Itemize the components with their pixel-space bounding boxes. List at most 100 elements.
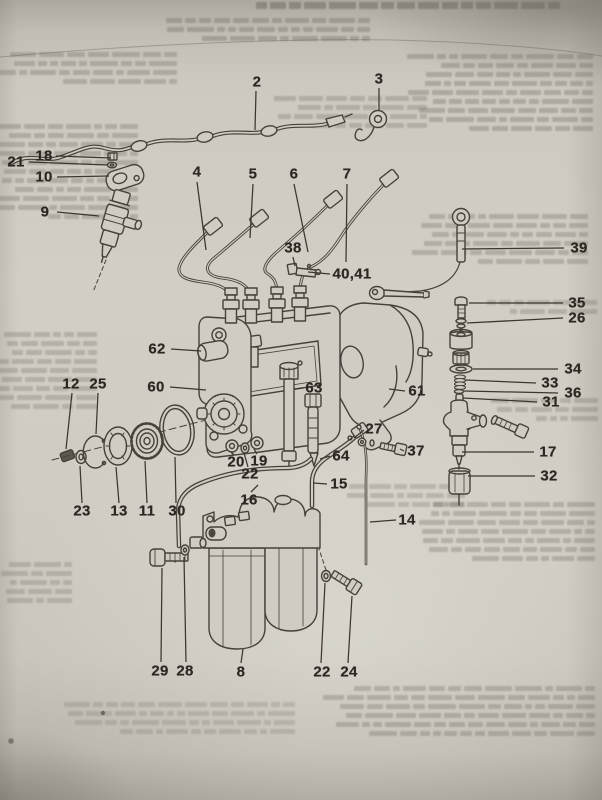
injector-adjusting-cap [452,349,470,365]
callout-10-4: 10 [35,168,53,186]
callout-25-26: 25 [89,375,107,393]
callout-19-32: 19 [250,452,268,470]
part-11-gear [130,422,164,460]
leader-line-26 [466,317,564,324]
part-14-rod [356,424,368,566]
leader-line-38 [292,256,296,267]
leader-line-13 [115,466,120,504]
callout-23-27: 23 [73,502,91,520]
callout-2-0: 2 [252,73,262,91]
leader-line-24 [347,595,353,664]
leader-line-37 [399,448,405,452]
leader-line-40-41 [307,271,331,275]
leader-line-6 [293,183,309,253]
callout-7-9: 7 [342,165,352,183]
callout-18-2: 18 [35,147,53,165]
callout-26-14: 26 [568,309,586,327]
callout-22-33: 22 [241,465,259,483]
leader-line-20 [230,451,235,456]
callout-6-8: 6 [289,165,299,183]
part-13-bearing [103,426,133,466]
callout-61-19: 61 [408,382,426,400]
leader-line-29 [160,567,163,663]
callout-31-18: 31 [542,393,560,411]
delivery-valve-holders [222,285,309,324]
callout-8-42: 8 [236,663,246,681]
callout-27-35: 27 [365,420,383,438]
leader-line-15 [312,482,328,485]
leader-line-11 [144,460,148,504]
part-29-bolt [149,548,189,567]
callout-13-28: 13 [110,502,128,520]
part-9-injector [99,188,143,263]
callout-35-13: 35 [568,294,586,312]
leader-line-12 [65,392,73,450]
callout-leader-lines [28,88,565,664]
part-38-clamp [286,262,312,276]
leader-line-27 [353,429,365,439]
pipe-union-nuts [203,168,400,236]
leader-line-36 [463,390,559,394]
banjo-bolt [490,415,530,439]
leader-line-4 [196,181,207,251]
leader-line-10 [56,175,110,178]
leader-line-23 [79,465,83,504]
part-62-boss [197,339,229,362]
callout-63-24: 63 [305,379,323,397]
part-8-fuel-filter-assembly [189,494,321,650]
part-40-41-clamp [295,267,322,278]
callout-34-15: 34 [564,360,582,378]
callout-3-1: 3 [374,70,384,88]
leader-line-64 [319,455,331,460]
leader-line-22 [243,452,249,468]
callout-17-20: 17 [539,443,557,461]
part-64-valve [304,393,322,467]
callout-4-6: 4 [192,163,202,181]
leader-line-28 [183,556,187,663]
part-33-spring [453,374,467,391]
page-crease [0,39,602,744]
leader-line-31 [462,397,538,403]
leader-line-60 [169,386,207,391]
leader-line-5 [249,183,254,239]
part-10-flange [105,163,145,192]
callout-20-31: 20 [227,453,245,471]
injector-cap-nut [449,328,473,350]
leader-line-16 [250,484,259,493]
part-32-nozzle-cap [448,467,471,506]
leader-line-19 [253,448,258,455]
leader-line-18 [55,155,112,159]
leader-line-2 [254,90,257,131]
part-35-bolt [454,296,468,319]
callout-62-22: 62 [148,340,166,358]
callout-21-3: 21 [7,153,25,171]
callout-28-41: 28 [176,662,194,680]
callout-38-10: 38 [284,239,302,257]
leader-line-21 [28,161,109,166]
leader-line-39 [461,247,565,250]
callout-37-36: 37 [407,442,425,460]
callout-14-39: 14 [398,511,416,529]
callout-39-12: 39 [570,239,588,257]
leader-line-14 [369,519,397,523]
callout-11-29: 11 [138,502,156,520]
part-12-key [59,449,76,463]
leader-line-7 [345,183,348,263]
callout-9-5: 9 [40,203,50,221]
retainer-pin [368,285,430,301]
leader-line-30 [174,456,177,504]
part-30-o-ring [159,404,195,456]
part-20-19-22-nuts [225,436,264,454]
callout-32-21: 32 [540,467,558,485]
leader-line-33 [464,379,537,384]
leader-line-61 [388,388,406,392]
part-3-banjo-fitting [354,109,388,142]
callout-30-30: 30 [168,502,186,520]
callout-29-40: 29 [151,662,169,680]
callout-22-43: 22 [313,663,331,681]
part-2-leak-off-pipe [8,113,353,166]
callout-40-41-11: 40,41 [332,265,372,283]
callout-15-37: 15 [330,475,348,493]
